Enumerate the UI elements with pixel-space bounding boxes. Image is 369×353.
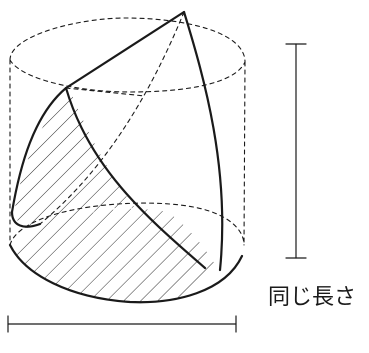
same-length-label: 同じ長さ	[268, 285, 356, 310]
top-hidden-chord	[65, 87, 146, 97]
cut-left-curve	[10, 86, 68, 228]
bottom-ellipse-front	[8, 243, 244, 304]
height-measure-line	[285, 43, 307, 259]
bottom-ellipse-back	[9, 202, 245, 246]
cylinder-outline	[8, 17, 246, 304]
diameter-measure-line	[7, 315, 237, 333]
top-ellipse-front	[9, 59, 246, 93]
hidden-cross-curve	[39, 11, 185, 225]
cut-right-curve	[182, 10, 224, 272]
cut-top-edge	[64, 10, 186, 90]
section-curves	[10, 10, 224, 272]
top-ellipse-back	[9, 17, 246, 63]
right-side-line	[243, 61, 246, 246]
cut-inner-curve	[64, 86, 207, 270]
